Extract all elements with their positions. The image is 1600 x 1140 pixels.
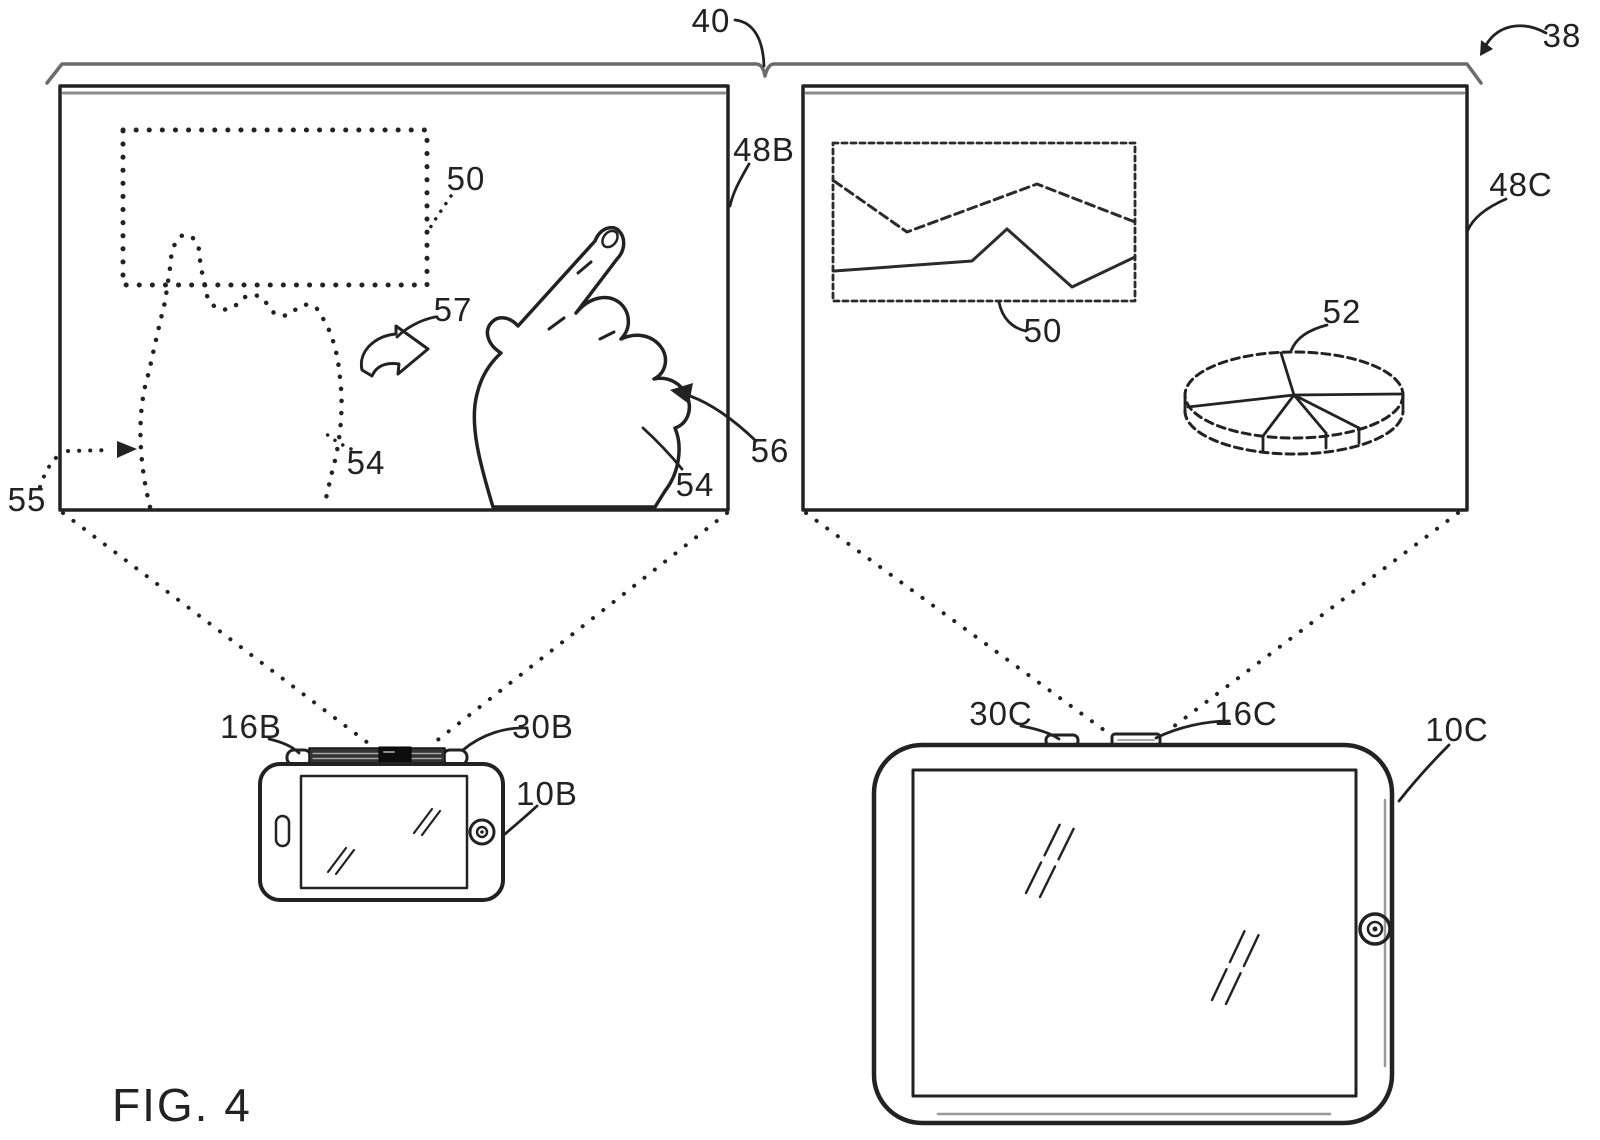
label-16B: 16B — [220, 708, 282, 745]
label-38: 38 — [1542, 17, 1582, 54]
connector-10C — [1397, 743, 1451, 803]
chart-lower-series — [832, 227, 1137, 289]
arrow-56 — [670, 383, 758, 443]
connector-50-right — [997, 300, 1028, 333]
label-10C: 10C — [1425, 711, 1489, 748]
tablet-projection-left — [804, 511, 1110, 735]
arrow-55 — [38, 441, 137, 489]
connector-54-right — [641, 426, 684, 471]
screen-48B-content — [38, 127, 758, 510]
label-40: 40 — [691, 2, 731, 39]
screen-48C-content — [831, 141, 1508, 456]
label-54-right: 54 — [675, 466, 715, 503]
projection-lines — [61, 511, 1460, 748]
label-50-left: 50 — [446, 160, 486, 197]
phone-home-button — [468, 818, 496, 846]
figure-caption: FIG. 4 — [112, 1079, 252, 1131]
label-48B: 48B — [733, 131, 795, 168]
connector-48B — [728, 162, 751, 208]
fingernail — [601, 229, 619, 249]
phone-body — [258, 762, 505, 902]
rotate-gesture-arrow-57 — [359, 324, 430, 378]
pie-slice-lines — [1186, 351, 1404, 438]
connector-57 — [395, 315, 437, 339]
dotted-window-50 — [120, 127, 430, 288]
phone-10B — [258, 726, 539, 902]
pie-chart-52 — [1183, 350, 1405, 456]
chart-upper-series — [832, 179, 1137, 234]
connector-40 — [733, 18, 766, 68]
label-50-right: 50 — [1023, 312, 1063, 349]
label-54-left: 54 — [346, 444, 386, 481]
tablet-home-button — [1358, 912, 1392, 946]
label-30B: 30B — [512, 708, 574, 745]
label-10B: 10B — [516, 775, 578, 812]
phone-projection-left — [61, 511, 374, 748]
connector-48C — [1466, 197, 1508, 232]
connector-10B — [503, 804, 539, 836]
solid-hand-54 — [472, 225, 692, 509]
connector-30B — [461, 726, 529, 752]
tablet-projection-right — [1163, 511, 1460, 735]
connector-16C — [1154, 719, 1231, 740]
label-52: 52 — [1322, 293, 1362, 330]
dotted-hand-54 — [138, 232, 344, 510]
phone-speaker-slot — [274, 814, 291, 848]
connector-16B — [267, 737, 301, 755]
tablet-edge-shading — [936, 798, 1387, 1116]
connector-52 — [1289, 323, 1329, 353]
screens-brace — [45, 62, 1483, 85]
arrow-38 — [1480, 24, 1548, 56]
label-30C: 30C — [969, 695, 1033, 732]
label-55: 55 — [7, 481, 47, 518]
label-16C: 16C — [1214, 695, 1278, 732]
label-57: 57 — [433, 291, 473, 328]
tablet-screen — [911, 768, 1358, 1098]
phone-projection-right — [428, 511, 729, 748]
tablet-screen-reflections — [1024, 818, 1262, 1006]
phone-screen — [299, 774, 469, 890]
label-48C: 48C — [1489, 166, 1553, 203]
tablet-body — [871, 742, 1395, 1126]
connector-30C — [1019, 724, 1061, 741]
connector-54-left — [319, 427, 353, 451]
phone-screen-reflections — [326, 807, 442, 876]
touch-motion-marks — [547, 260, 616, 341]
pie-rim-walls — [1183, 391, 1405, 453]
screen-48C-frame — [801, 84, 1469, 512]
screen-48B-frame — [58, 84, 730, 512]
line-chart-50 — [831, 141, 1137, 303]
connector-50-left — [428, 194, 453, 230]
label-56: 56 — [750, 432, 790, 469]
phone-top-module — [285, 746, 469, 767]
tablet-10C — [871, 719, 1451, 1126]
